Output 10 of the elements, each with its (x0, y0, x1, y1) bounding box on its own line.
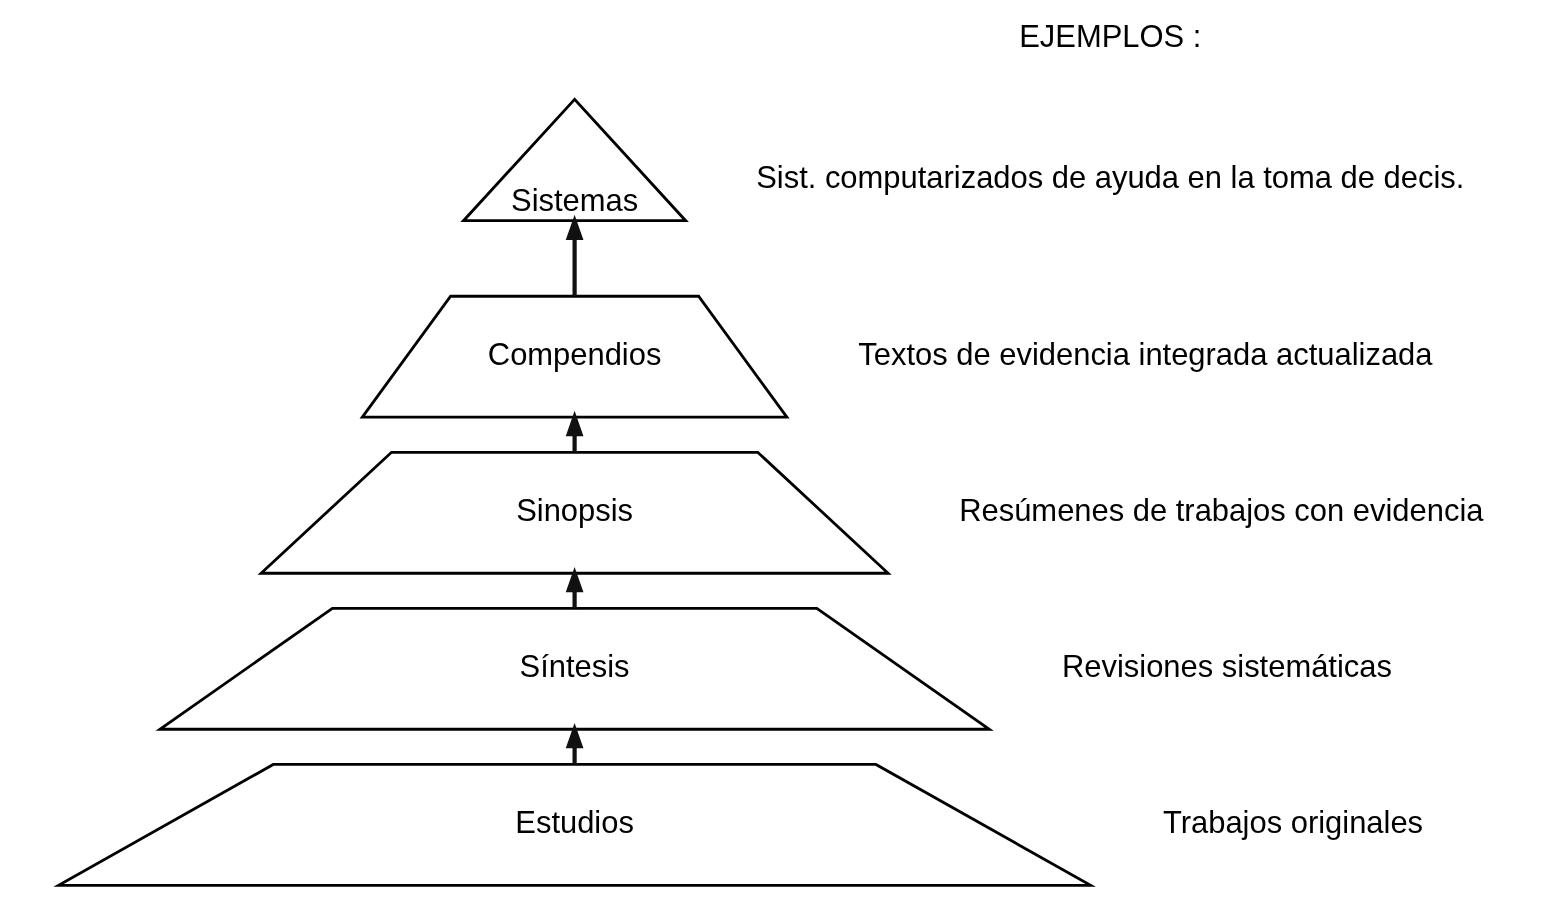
node-label: Textos de evidencia integrada actualizada (857, 336, 1432, 372)
node-label: Sist. computarizados de ayuda en la toma de decis. (755, 160, 1464, 196)
arrow (565, 722, 583, 765)
node-label: Resúmenes de trabajos con evidencia (958, 492, 1483, 528)
arrow (565, 214, 583, 297)
arrow (565, 566, 583, 609)
node-label: Revisiones sistemáticas (1061, 648, 1392, 684)
label: EJEMPLOS : (1018, 18, 1201, 54)
node-label: Trabajos originales (1162, 804, 1423, 840)
arrow (565, 410, 583, 453)
